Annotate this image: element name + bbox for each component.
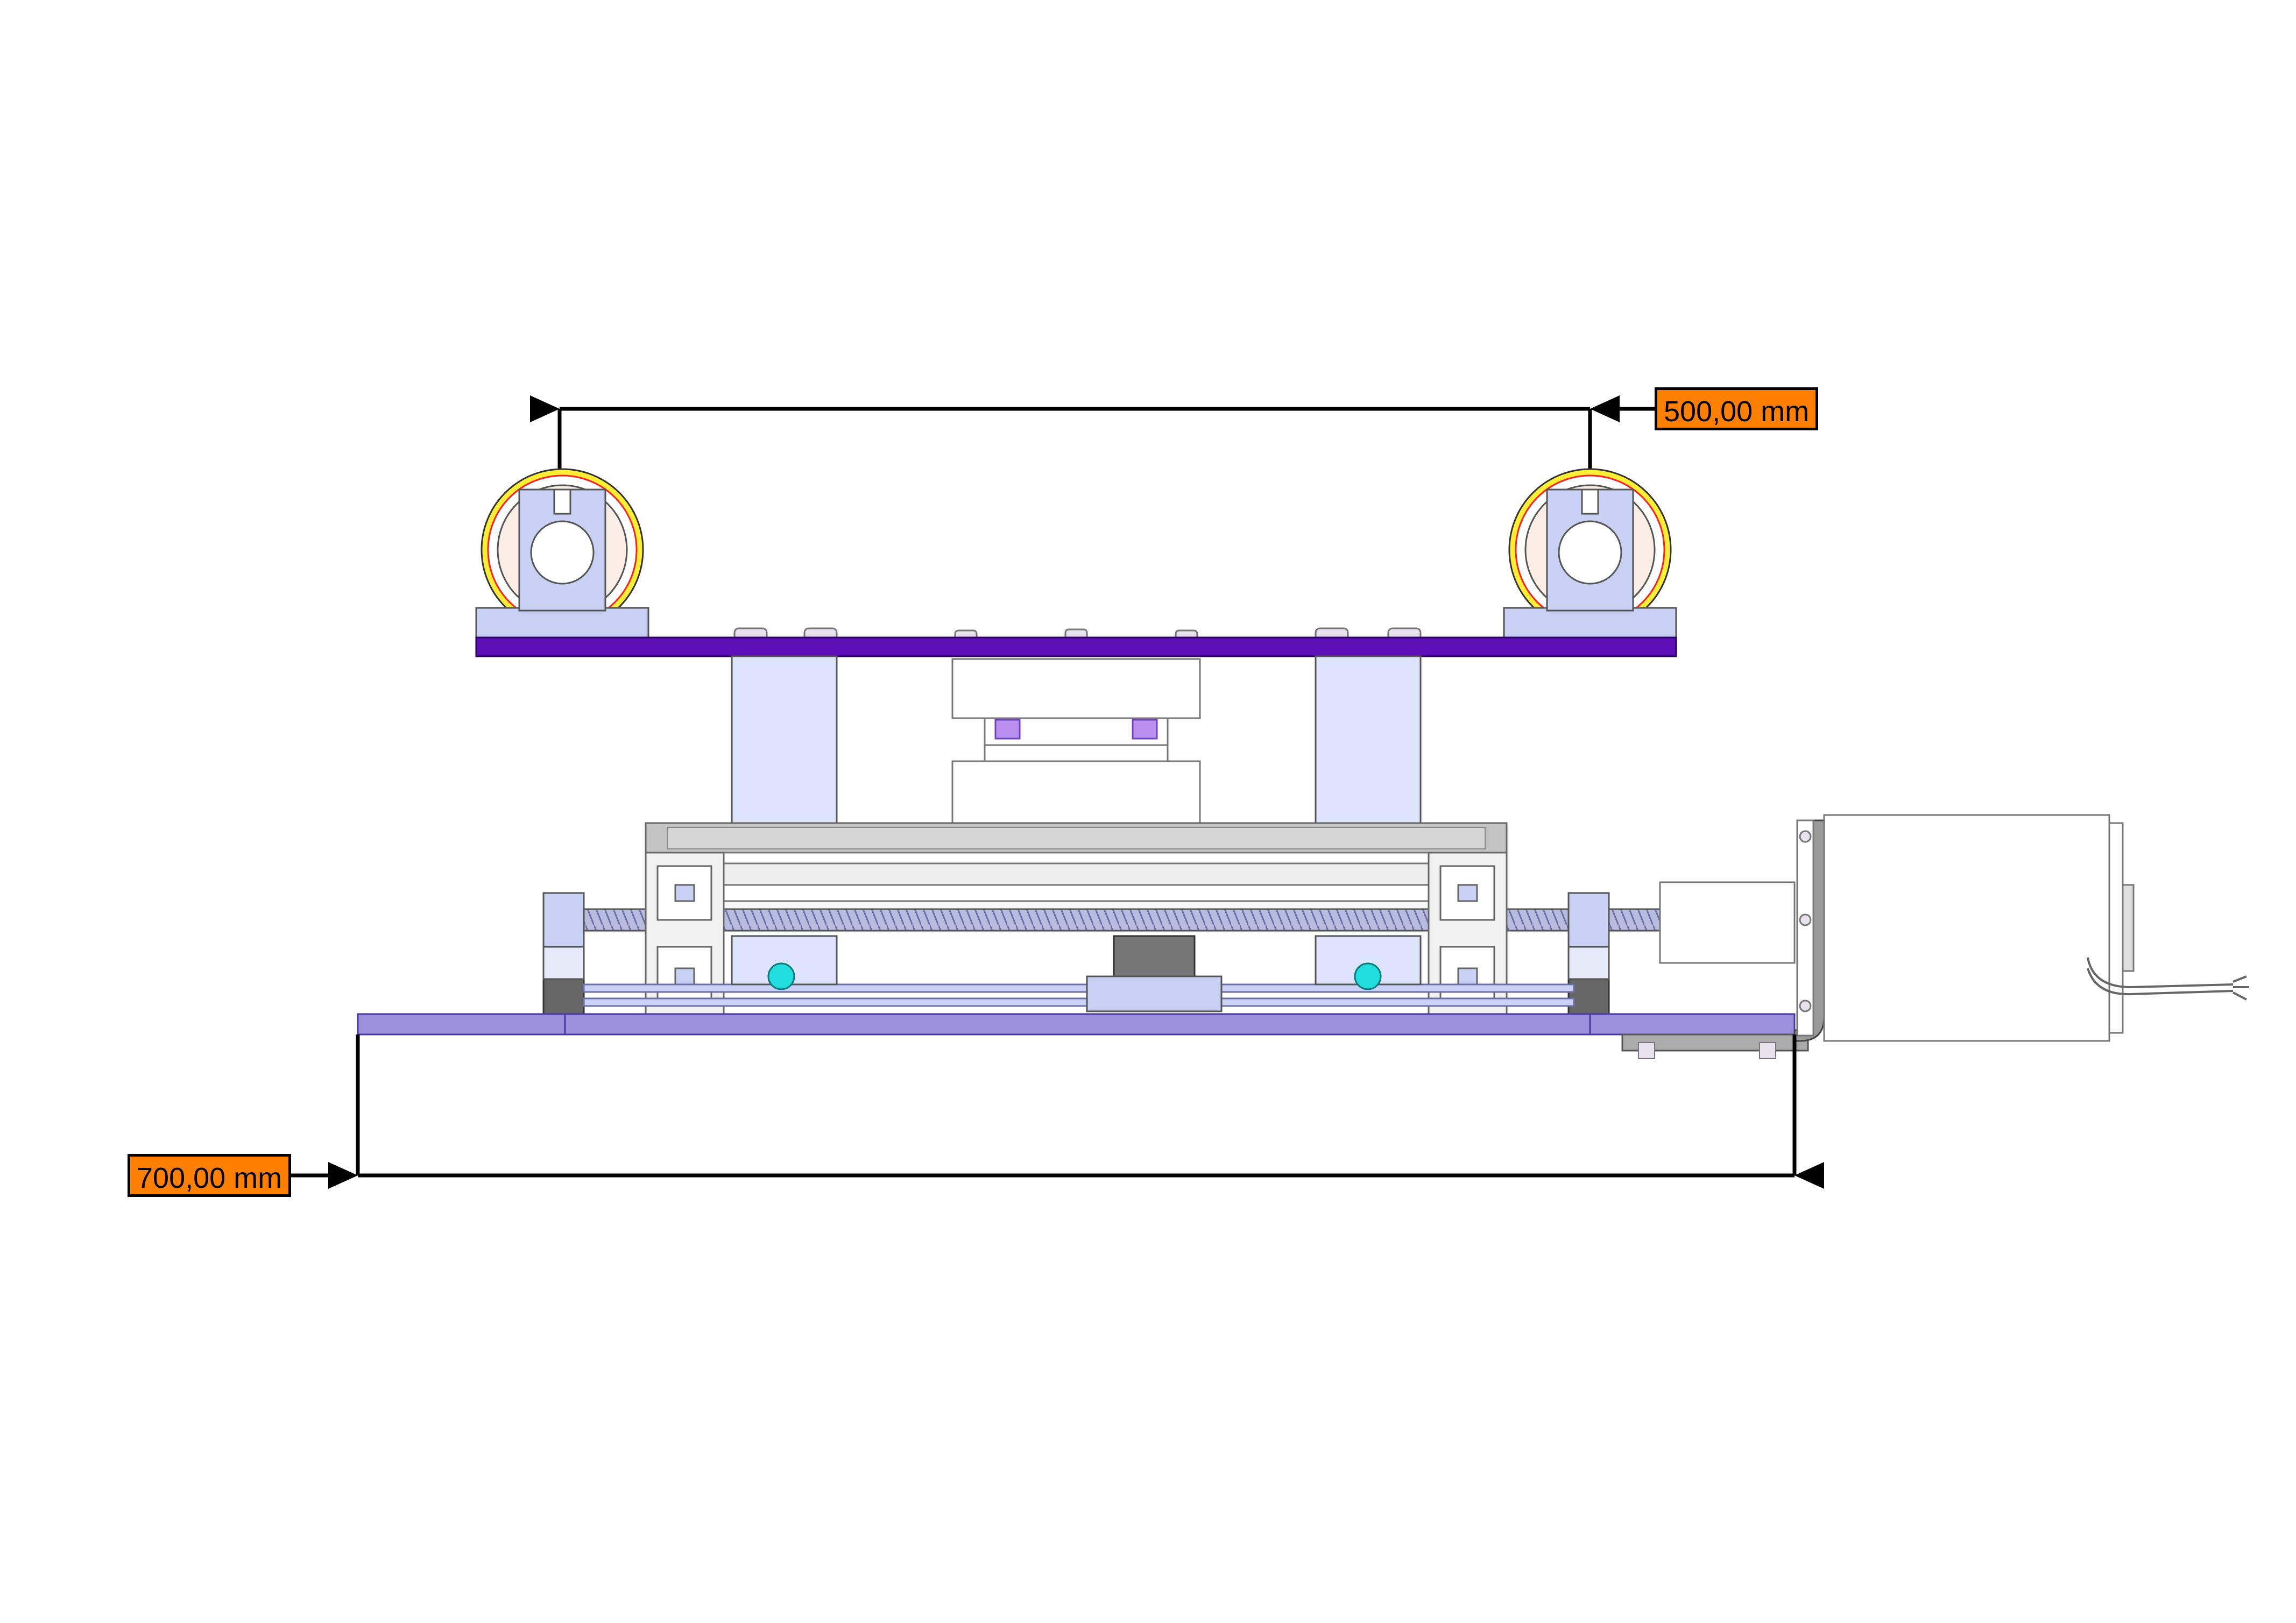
stepper-motor <box>1796 814 2135 1042</box>
pillow-block-slot <box>1581 488 1599 515</box>
column-right <box>1315 655 1422 824</box>
screw-bearing-left <box>542 892 585 1015</box>
top-dimension-label: 500,00 mm <box>1655 387 1819 430</box>
shaft <box>530 520 595 585</box>
top-plate <box>475 636 1677 657</box>
top-arrow-left <box>530 395 560 422</box>
ball-right <box>1354 962 1382 990</box>
roller-assembly-right <box>1503 468 1677 639</box>
roller-assembly-left <box>475 468 649 639</box>
ball-left <box>767 962 795 990</box>
bottom-arrow-right <box>1795 1162 1824 1189</box>
base-plate <box>357 1013 1796 1036</box>
motor-cable <box>2087 957 2249 1001</box>
bottom-arrow-left <box>328 1162 358 1189</box>
pillow-block-base <box>475 607 649 639</box>
pillow-block-base <box>1503 607 1677 639</box>
bottom-dimension-label: 700,00 mm <box>128 1154 292 1197</box>
screw-bearing-right <box>1567 892 1610 1015</box>
column-left <box>731 655 838 824</box>
screw-nut <box>1086 935 1223 1012</box>
coupler <box>1659 881 1796 964</box>
center-coupling-block <box>951 658 1201 824</box>
lead-screw <box>583 908 1683 932</box>
pillow-block-slot <box>553 488 571 515</box>
top-dimension <box>557 407 1657 481</box>
top-arrow-right <box>1590 395 1620 422</box>
carriage-plate-inner <box>667 827 1486 849</box>
bottom-dimension <box>288 1034 1797 1178</box>
lower-guide-rails <box>583 983 1575 1007</box>
shaft <box>1558 520 1622 585</box>
